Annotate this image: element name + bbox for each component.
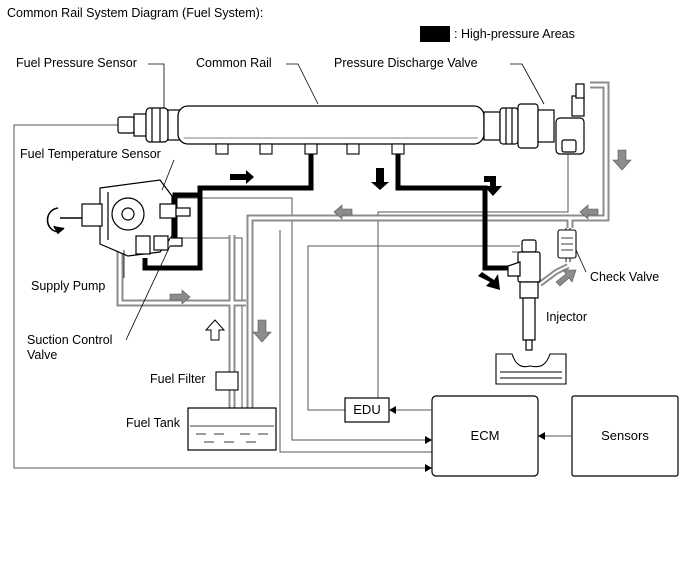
label-check-valve: Check Valve [590,270,660,284]
common-rail [117,83,585,155]
label-suction-control-valve-line1: Suction Control [27,333,113,347]
label-fuel-filter: Fuel Filter [150,372,206,386]
control-boxes [344,395,679,477]
label-fuel-temperature-sensor: Fuel Temperature Sensor [20,147,161,161]
fuel-pressure-sensor [117,107,181,143]
fuel-filter [215,371,239,391]
engine-piston [495,353,567,385]
supply-pump [81,179,191,257]
label-supply-pump: Supply Pump [31,279,106,293]
label-fuel-pressure-sensor: Fuel Pressure Sensor [16,56,137,70]
label-injector: Injector [546,310,587,324]
check-valve [557,229,577,259]
diagram-title: Common Rail System Diagram (Fuel System)… [7,6,264,20]
label-suction-control-valve-line2: Valve [27,348,58,362]
leader-lines [123,63,587,341]
low-pressure-flow-arrows [169,149,632,343]
pressure-discharge-valve [483,83,585,155]
label-pressure-discharge-valve: Pressure Discharge Valve [334,56,478,70]
label-common-rail: Common Rail [196,56,272,70]
low-pressure-lines [116,81,610,410]
injector [507,239,541,351]
ecm-label: ECM [470,428,500,443]
high-pressure-lines [142,150,514,271]
rotation-arrow-icon [46,207,82,235]
fuel-tank [187,407,277,451]
legend-label: : High-pressure Areas [454,27,575,41]
high-pressure-flow-arrows [230,168,502,290]
legend-swatch [420,26,450,42]
edu-label: EDU [353,402,381,417]
wire-arrowheads [389,406,545,472]
fuel-filter-flow-arrow [204,319,226,341]
label-fuel-tank: Fuel Tank [126,416,180,430]
sensors-label: Sensors [601,428,649,443]
